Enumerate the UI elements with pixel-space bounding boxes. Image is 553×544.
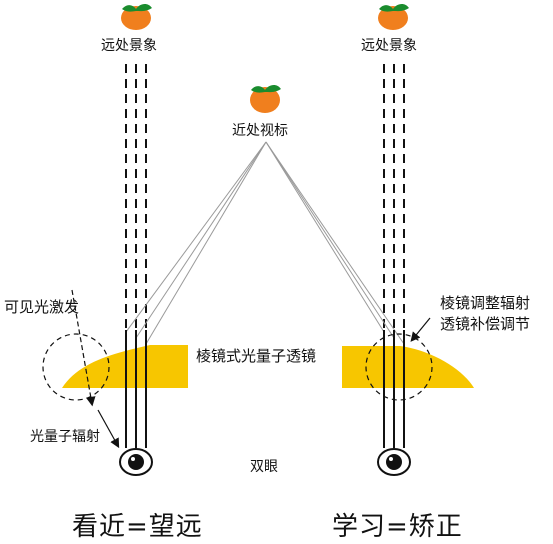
caption-right: 学习=矫正	[332, 512, 463, 542]
arrow-icon-visible-light	[71, 289, 96, 407]
prism-lens-label: 棱镜式光量子透镜	[196, 347, 317, 365]
eye-icon-left	[119, 448, 153, 476]
right-prism-lens	[342, 346, 474, 388]
near-target-label: 近处视标	[232, 123, 288, 139]
caption-left: 看近=望远	[72, 512, 203, 542]
prism-adjust-label-line1: 棱镜调整辐射	[440, 294, 531, 312]
photon-radiation-label: 光量子辐射	[30, 429, 100, 445]
left-far-sightlines	[125, 64, 147, 330]
near-target-rays	[125, 141, 405, 345]
orange-icon-near	[250, 84, 281, 113]
visible-light-label: 可见光激发	[4, 298, 80, 316]
eyes-label: 双眼	[250, 459, 278, 475]
prism-adjust-label-line2: 透镜补偿调节	[440, 315, 531, 333]
right-focus-circle	[365, 333, 433, 401]
orange-icon-far-left	[121, 3, 152, 30]
arrow-icon-photon-radiation	[97, 409, 120, 449]
left-focus-circle	[42, 333, 110, 401]
eye-icon-right	[377, 448, 411, 476]
orange-icon-far-right	[378, 3, 409, 30]
right-eye-lines	[383, 330, 405, 448]
left-eye-lines	[125, 330, 147, 448]
arrow-icon-prism-adjust	[410, 317, 431, 342]
far-scene-label-left: 远处景象	[101, 38, 157, 54]
far-scene-label-right: 远处景象	[361, 38, 417, 54]
right-far-sightlines	[383, 64, 405, 330]
